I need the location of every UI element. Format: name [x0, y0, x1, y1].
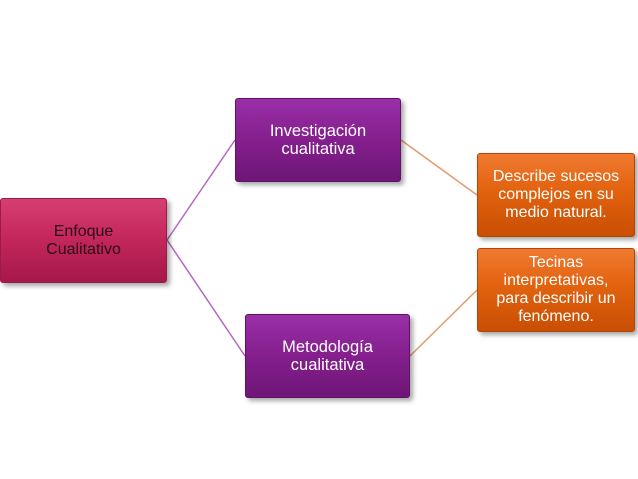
node-investigacion-line2: cualitativa — [281, 140, 355, 158]
connector-enfoque-investigacion — [166, 139, 236, 241]
node-describe-line2: complejos en su — [498, 186, 614, 204]
connector-enfoque-metodologia — [166, 239, 246, 357]
node-tecinas-line3: para describir un — [496, 290, 616, 307]
node-metodologia-cualitativa: Metodología cualitativa — [245, 314, 410, 398]
node-describe-line3: medio natural. — [505, 203, 607, 221]
node-tecinas-text: Tecinas interpretativas, para describir … — [496, 254, 615, 326]
node-enfoque-line1: Enfoque — [53, 222, 114, 240]
node-investigacion-line1: Investigación — [269, 121, 367, 140]
connector-investigacion-describe — [400, 139, 478, 196]
node-describe-sucesos: Describe sucesos complejos en su medio n… — [477, 153, 635, 237]
node-investigacion-text: Investigación cualitativa — [270, 122, 366, 159]
node-metodologia-line1: Metodología — [282, 337, 373, 356]
node-describe-text: Describe sucesos complejos en su medio n… — [493, 168, 619, 222]
node-tecinas-interpretativas: Tecinas interpretativas, para describir … — [477, 248, 635, 332]
connector-metodologia-tecinas — [409, 289, 478, 357]
node-enfoque-cualitativo: Enfoque Cualitativo — [0, 198, 167, 283]
node-tecinas-line2: interpretativas, — [503, 272, 609, 290]
node-metodologia-text: Metodología cualitativa — [282, 338, 373, 375]
node-tecinas-line1: Tecinas — [528, 254, 584, 272]
node-metodologia-line2: cualitativa — [290, 356, 365, 374]
node-enfoque-text: Enfoque Cualitativo — [46, 223, 121, 259]
node-describe-line1: Describe sucesos — [492, 168, 620, 186]
node-enfoque-line2: Cualitativo — [46, 240, 121, 258]
node-tecinas-line4: fenómeno. — [518, 307, 594, 325]
node-investigacion-cualitativa: Investigación cualitativa — [235, 98, 401, 182]
